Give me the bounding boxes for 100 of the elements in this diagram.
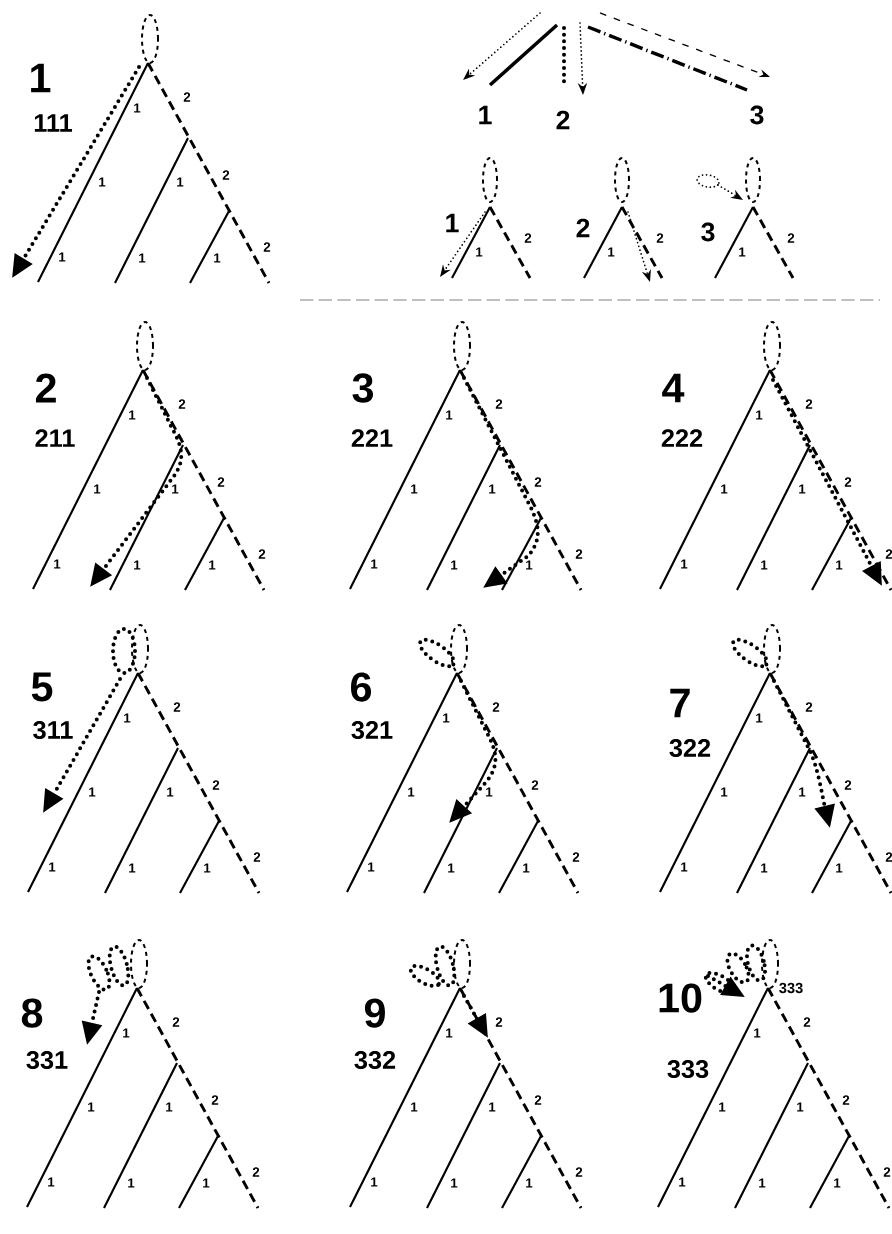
branch-label: 2 <box>844 780 852 790</box>
branch-label: 1 <box>123 1028 130 1038</box>
branch-label: 1 <box>834 1178 841 1188</box>
branch-label: 2 <box>534 1095 542 1105</box>
branch-label: 1 <box>408 787 415 797</box>
branch-label: 2 <box>805 702 813 712</box>
branch-label: 1 <box>49 862 56 872</box>
path-code: 332 <box>354 1051 396 1069</box>
panel-number: 8 <box>21 998 43 1028</box>
branch-label: 1 <box>124 713 131 723</box>
branch-label: 1 <box>681 862 688 872</box>
branch-label: 1 <box>209 560 216 570</box>
branch-label: 2 <box>842 1095 850 1105</box>
branch-label: 1 <box>203 1178 210 1188</box>
branch-label: 1 <box>679 1177 686 1187</box>
branch-label: 1 <box>761 863 768 873</box>
branch-label: 1 <box>799 484 806 494</box>
branch-label: 2 <box>252 1167 260 1177</box>
branch-label: 2 <box>258 549 266 559</box>
branch-label: 2 <box>803 1017 811 1027</box>
path-code: 111 <box>34 114 73 132</box>
branch-label: 1 <box>59 252 66 262</box>
branch-label: 1 <box>214 253 221 263</box>
panel-number: 6 <box>351 672 371 702</box>
branch-label: 1 <box>836 560 843 570</box>
branch-label: 1 <box>411 1102 418 1112</box>
branch-label: 1 <box>451 1178 458 1188</box>
path-code: 321 <box>351 721 393 739</box>
branch-label: 1 <box>451 560 458 570</box>
panel-number: 3 <box>352 373 373 403</box>
branch-label: 1 <box>446 410 453 420</box>
path-code: 322 <box>669 739 711 757</box>
branch-label: 2 <box>263 242 271 252</box>
branch-number: 1 <box>479 105 492 125</box>
branch-label: 1 <box>166 1102 173 1112</box>
path-code: 331 <box>26 1051 68 1069</box>
branch-label: 1 <box>721 484 728 494</box>
panel-number: 5 <box>31 672 53 702</box>
path-code: 221 <box>351 429 393 447</box>
branch-label: 2 <box>222 170 230 180</box>
branch-label: 1 <box>754 1028 761 1038</box>
branch-label: 1 <box>368 862 375 872</box>
branch-label: 1 <box>128 1178 135 1188</box>
branch-label: 1 <box>134 103 141 113</box>
branch-label: 1 <box>94 484 101 494</box>
branch-label: 2 <box>173 702 181 712</box>
branch-label: 1 <box>371 1177 378 1187</box>
branch-number: 3 <box>701 222 715 242</box>
branch-label: 1 <box>172 484 179 494</box>
branch-number: 3 <box>750 105 764 125</box>
branch-label: 1 <box>608 247 615 257</box>
branch-label: 2 <box>178 399 186 409</box>
branch-label: 2 <box>575 549 583 559</box>
branch-label: 1 <box>88 1102 95 1112</box>
branch-label: 1 <box>756 410 763 420</box>
branch-label: 1 <box>756 713 763 723</box>
branch-number: 2 <box>576 218 590 238</box>
branch-label: 2 <box>495 399 503 409</box>
branch-label: 2 <box>183 92 191 102</box>
branch-label: 1 <box>523 863 530 873</box>
panel-number: 2 <box>35 373 56 403</box>
branch-label: 1 <box>836 863 843 873</box>
branch-label: 1 <box>48 1177 55 1187</box>
branch-label: 2 <box>531 780 539 790</box>
branch-number: 1 <box>446 213 459 233</box>
branch-label: 2 <box>492 702 500 712</box>
panel-number: 1 <box>31 63 51 93</box>
branch-label: 1 <box>489 1102 496 1112</box>
panel-number: 9 <box>364 998 385 1028</box>
path-code: 311 <box>33 721 73 739</box>
panel-number: 7 <box>670 688 690 718</box>
branch-label: 2 <box>524 233 532 243</box>
branch-label: 2 <box>787 233 795 243</box>
branch-label: 1 <box>476 247 483 257</box>
branch-label: 1 <box>99 177 106 187</box>
branch-label: 2 <box>883 1167 891 1177</box>
branch-label: 1 <box>204 863 211 873</box>
branch-label: 1 <box>681 559 688 569</box>
branch-label: 1 <box>129 863 136 873</box>
branch-label: 1 <box>129 410 136 420</box>
branch-label: 2 <box>885 852 892 862</box>
path-code: 333 <box>667 1060 709 1078</box>
branch-label: 2 <box>212 780 220 790</box>
branch-label: 2 <box>656 233 664 243</box>
branch-label: 1 <box>443 713 450 723</box>
branch-label: 1 <box>54 559 61 569</box>
branch-label: 2 <box>253 852 261 862</box>
node-code: 333 <box>779 982 803 994</box>
path-code: 222 <box>661 429 703 447</box>
branch-label: 1 <box>526 560 533 570</box>
panel-number: 4 <box>662 373 685 403</box>
branch-label: 2 <box>172 1017 180 1027</box>
branch-label: 1 <box>371 559 378 569</box>
branch-label: 2 <box>534 477 542 487</box>
branch-label: 1 <box>721 787 728 797</box>
branch-label: 1 <box>177 177 184 187</box>
branch-label: 1 <box>797 1102 804 1112</box>
path-code: 211 <box>35 429 75 447</box>
branch-label: 2 <box>495 1017 503 1027</box>
branch-label: 2 <box>885 549 892 559</box>
